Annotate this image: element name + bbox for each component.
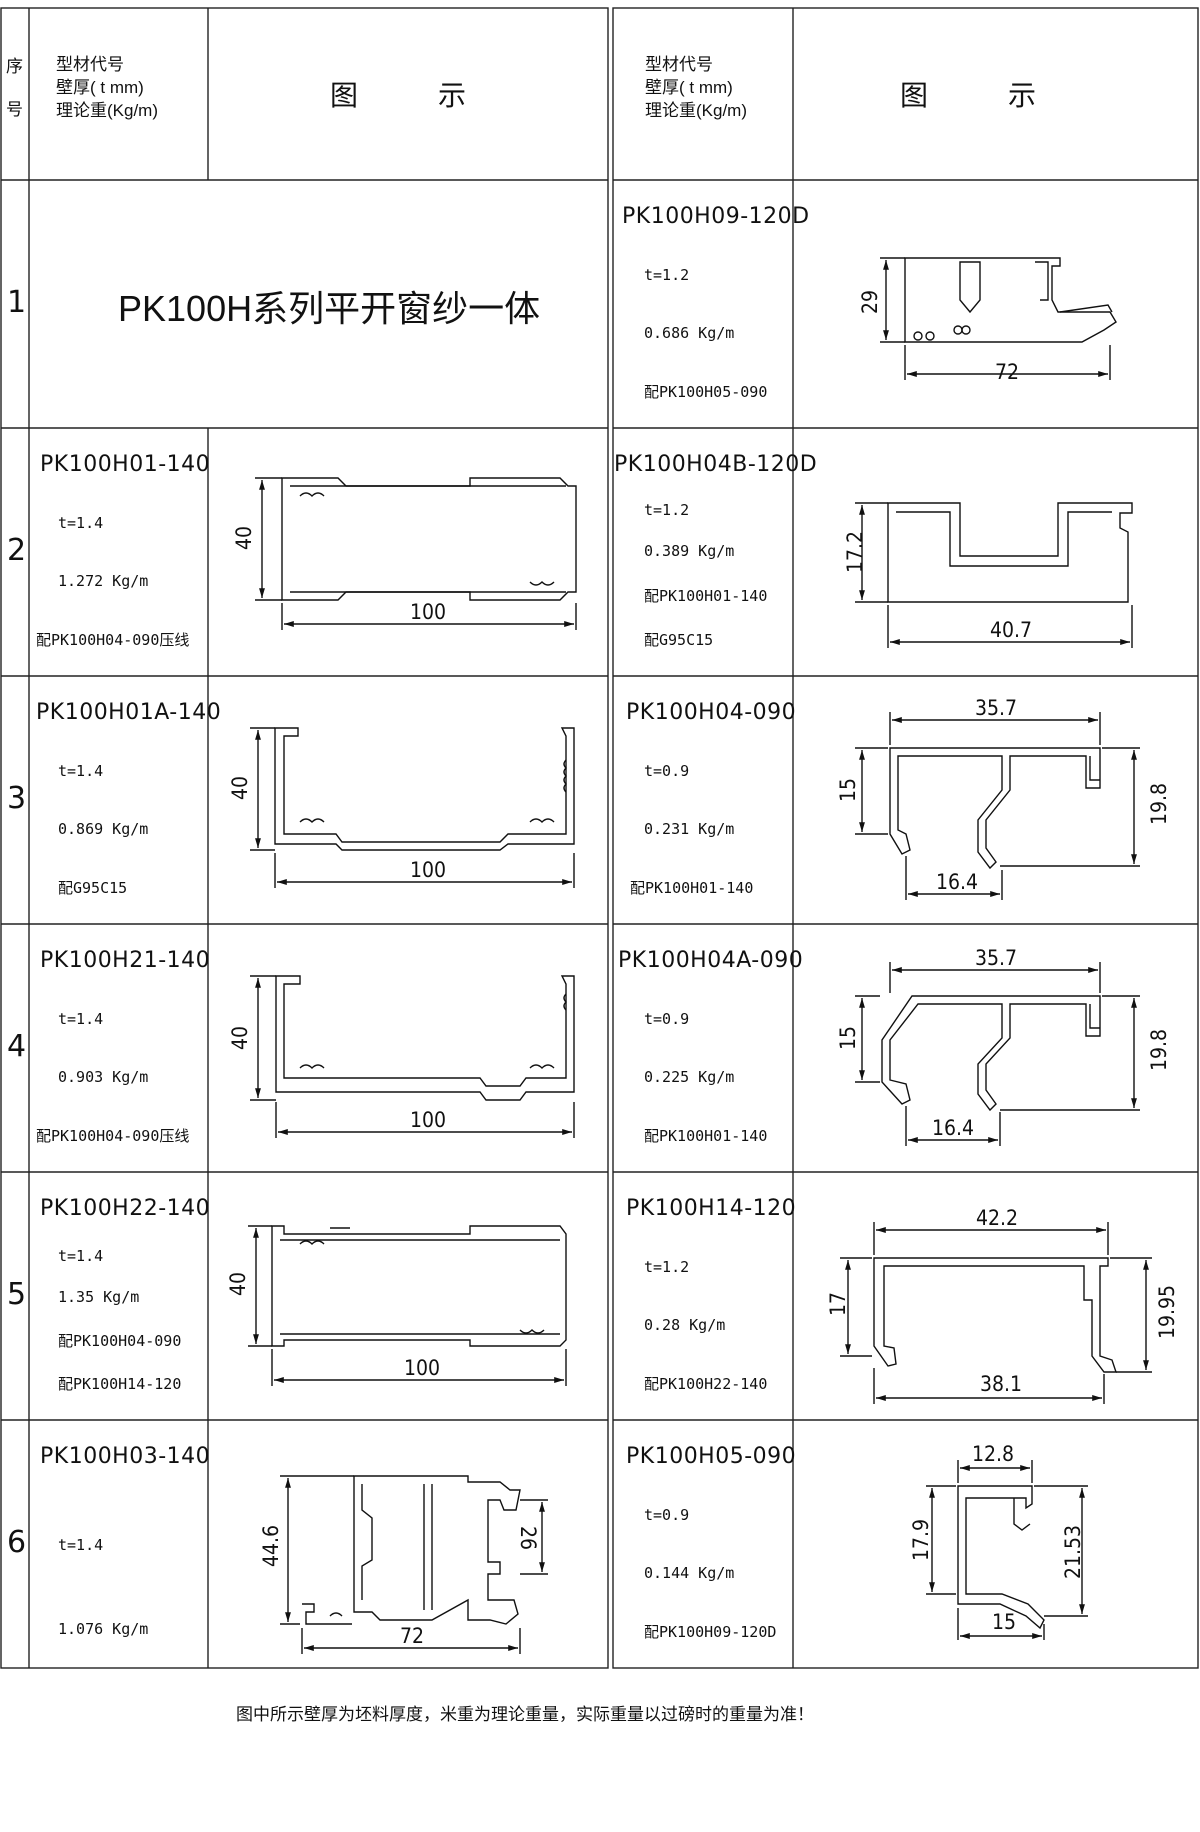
dimension-label: 42.2 bbox=[976, 1206, 1019, 1230]
profile-weight: 0.144 Kg/m bbox=[644, 1564, 735, 1582]
profile-thickness: t=1.2 bbox=[644, 501, 690, 519]
profile-weight: 1.076 Kg/m bbox=[58, 1620, 149, 1638]
dimension-label: 40 bbox=[232, 525, 257, 551]
profile-match: 配G95C15 bbox=[58, 879, 128, 897]
row-number-4: 4 bbox=[7, 1029, 27, 1064]
profile-code: PK100H21-140 bbox=[40, 948, 211, 973]
dimension-label: 100 bbox=[410, 600, 447, 624]
dimension-label: 40 bbox=[226, 1271, 251, 1297]
profile-match: 配PK100H04-090压线 bbox=[36, 631, 190, 649]
left-col-title-weight: 理论重(Kg/m) bbox=[56, 101, 158, 120]
dimension-label: 100 bbox=[404, 1356, 441, 1380]
right-col-title-thickness: 壁厚( t mm) bbox=[645, 78, 733, 97]
profile-code: PK100H01-140 bbox=[40, 452, 211, 477]
series-title: PK100H系列平开窗纱一体 bbox=[118, 288, 541, 329]
dimension-label: 40 bbox=[228, 775, 253, 801]
row-number-6: 6 bbox=[7, 1525, 27, 1560]
dimension-label: 15 bbox=[836, 1025, 861, 1051]
profile-code: PK100H04A-090 bbox=[618, 948, 804, 973]
dimension-label: 100 bbox=[410, 858, 447, 882]
profile-weight: 0.869 Kg/m bbox=[58, 820, 149, 838]
dimension-label: 15 bbox=[992, 1610, 1017, 1634]
seq-header-2: 号 bbox=[6, 100, 23, 119]
footer-note: 图中所示壁厚为坯料厚度，米重为理论重量，实际重量以过磅时的重量为准！ bbox=[236, 1705, 814, 1724]
dimension-label: 72 bbox=[400, 1624, 425, 1648]
dimension-label: 29 bbox=[858, 289, 883, 315]
profile-thickness: t=0.9 bbox=[644, 762, 690, 780]
profile-thickness: t=1.4 bbox=[58, 514, 104, 532]
profile-match: 配PK100H22-140 bbox=[644, 1375, 768, 1393]
profile-match: 配PK100H05-090 bbox=[644, 383, 768, 401]
dimension-label: 19.95 bbox=[1155, 1284, 1180, 1340]
profile-weight: 0.28 Kg/m bbox=[644, 1316, 726, 1334]
dimension-label: 12.8 bbox=[972, 1442, 1015, 1466]
dimension-label: 17.2 bbox=[843, 530, 868, 574]
dimension-label: 15 bbox=[836, 777, 861, 803]
dimension-label: 16.4 bbox=[936, 870, 979, 894]
dimension-label: 16.4 bbox=[932, 1116, 975, 1140]
profile-code: PK100H01A-140 bbox=[36, 700, 222, 725]
dimension-label: 40.7 bbox=[990, 618, 1033, 642]
row-number-2: 2 bbox=[7, 533, 27, 568]
dimension-label: 100 bbox=[410, 1108, 447, 1132]
dimension-label: 17 bbox=[826, 1291, 851, 1317]
profile-code: PK100H03-140 bbox=[40, 1444, 211, 1469]
profile-code: PK100H04B-120D bbox=[614, 452, 818, 477]
left-col-title-thickness: 壁厚( t mm) bbox=[56, 78, 144, 97]
profile-weight: 0.231 Kg/m bbox=[644, 820, 735, 838]
dimension-label: 72 bbox=[995, 360, 1020, 384]
profile-thickness: t=1.4 bbox=[58, 762, 104, 780]
dimension-label: 19.8 bbox=[1147, 1028, 1172, 1072]
profile-match: 配G95C15 bbox=[644, 631, 714, 649]
profile-weight: 1.272 Kg/m bbox=[58, 572, 149, 590]
right-figure-title: 图 示 bbox=[900, 80, 1063, 111]
profile-weight: 0.903 Kg/m bbox=[58, 1068, 149, 1086]
dimension-label: 40 bbox=[228, 1025, 253, 1051]
profile-weight: 0.686 Kg/m bbox=[644, 324, 735, 342]
profile-match: 配PK100H09-120D bbox=[644, 1623, 777, 1641]
profile-weight: 0.389 Kg/m bbox=[644, 542, 735, 560]
profile-weight: 1.35 Kg/m bbox=[58, 1288, 140, 1306]
profile-weight: 0.225 Kg/m bbox=[644, 1068, 735, 1086]
row-number-5: 5 bbox=[7, 1277, 27, 1312]
dimension-label: 19.8 bbox=[1147, 782, 1172, 826]
dimension-label: 26 bbox=[516, 1525, 541, 1551]
profile-code: PK100H14-120 bbox=[626, 1196, 797, 1221]
row-number-1: 1 bbox=[7, 285, 27, 320]
profile-match: 配PK100H01-140 bbox=[644, 587, 768, 605]
right-col-title-code: 型材代号 bbox=[645, 55, 713, 74]
profile-thickness: t=1.4 bbox=[58, 1536, 104, 1554]
seq-header-1: 序 bbox=[6, 57, 23, 76]
row-number-3: 3 bbox=[7, 781, 27, 816]
profile-code: PK100H04-090 bbox=[626, 700, 797, 725]
right-col-title-weight: 理论重(Kg/m) bbox=[645, 101, 747, 120]
left-figure-title: 图 示 bbox=[330, 80, 493, 111]
profile-thickness: t=1.2 bbox=[644, 1258, 690, 1276]
profile-code: PK100H09-120D bbox=[622, 204, 810, 229]
profile-code: PK100H05-090 bbox=[626, 1444, 797, 1469]
profile-thickness: t=1.2 bbox=[644, 266, 690, 284]
dimension-label: 35.7 bbox=[975, 696, 1018, 720]
profile-match: 配PK100H04-090 bbox=[58, 1332, 182, 1350]
profile-code: PK100H22-140 bbox=[40, 1196, 211, 1221]
profile-thickness: t=1.4 bbox=[58, 1247, 104, 1265]
profile-match: 配PK100H04-090压线 bbox=[36, 1127, 190, 1145]
profile-thickness: t=0.9 bbox=[644, 1506, 690, 1524]
dimension-label: 35.7 bbox=[975, 946, 1018, 970]
profile-match: 配PK100H01-140 bbox=[644, 1127, 768, 1145]
dimension-label: 17.9 bbox=[909, 1518, 934, 1562]
dimension-label: 38.1 bbox=[980, 1372, 1023, 1396]
profile-match: 配PK100H14-120 bbox=[58, 1375, 182, 1393]
dimension-label: 44.6 bbox=[259, 1524, 284, 1568]
dimension-label: 21.53 bbox=[1061, 1524, 1086, 1580]
profile-thickness: t=0.9 bbox=[644, 1010, 690, 1028]
profile-thickness: t=1.4 bbox=[58, 1010, 104, 1028]
profile-match: 配PK100H01-140 bbox=[630, 879, 754, 897]
left-col-title-code: 型材代号 bbox=[56, 55, 124, 74]
